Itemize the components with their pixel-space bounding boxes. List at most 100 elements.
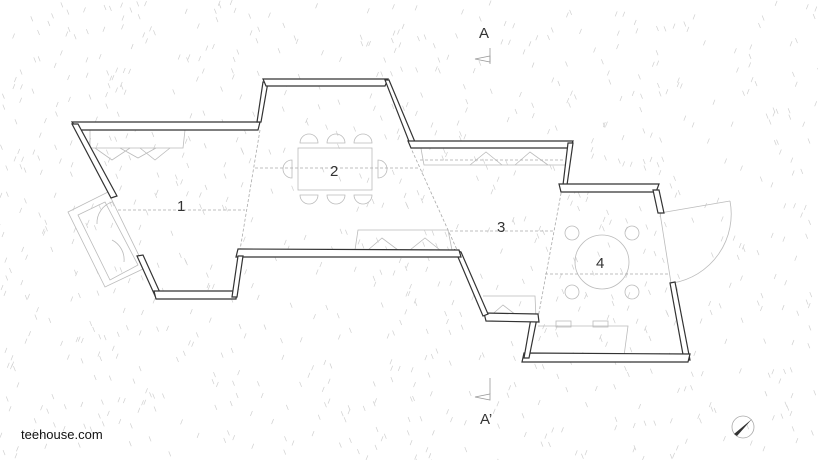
grass-mark: [555, 332, 559, 338]
grass-mark: [6, 362, 10, 368]
grass-mark: [448, 329, 452, 336]
grass-mark: [14, 76, 17, 83]
grass-mark: [55, 101, 59, 108]
grass-mark: [423, 34, 427, 40]
grass-mark: [172, 89, 176, 95]
grass-mark: [181, 152, 185, 158]
grass-mark: [406, 430, 410, 436]
grass-mark: [683, 115, 687, 121]
grass-mark: [443, 148, 446, 154]
grass-mark: [723, 435, 726, 442]
grass-mark: [68, 96, 71, 102]
grass-mark: [55, 111, 58, 117]
grass-mark: [691, 217, 695, 223]
grass-mark: [476, 175, 479, 181]
grass-mark: [250, 410, 253, 417]
grass-mark: [478, 60, 482, 66]
grass-mark: [464, 420, 467, 426]
grass-mark: [566, 97, 570, 104]
grass-mark: [756, 249, 760, 256]
grass-mark: [397, 29, 400, 35]
grass-mark: [690, 371, 694, 377]
grass-mark: [19, 97, 22, 103]
grass-mark: [5, 396, 9, 402]
grass-mark: [403, 192, 407, 199]
grass-mark: [60, 50, 63, 56]
grass-mark: [271, 418, 274, 425]
grass-mark: [36, 306, 39, 313]
grass-mark: [656, 25, 659, 32]
grass-mark: [677, 273, 680, 280]
grass-mark: [594, 385, 598, 392]
grass-mark: [631, 90, 635, 96]
grass-mark: [471, 295, 475, 301]
grass-mark: [37, 56, 41, 62]
grass-mark: [40, 431, 44, 438]
grass-mark: [390, 376, 394, 383]
grass-mark: [153, 144, 156, 150]
grass-mark: [383, 433, 387, 439]
grass-mark: [108, 375, 112, 381]
grass-mark: [2, 93, 5, 99]
grass-mark: [808, 219, 811, 225]
grass-mark: [561, 427, 564, 433]
grass-mark: [788, 114, 792, 120]
grass-mark: [311, 431, 315, 437]
grass-mark: [366, 177, 370, 183]
grass-mark: [540, 441, 544, 447]
grass-mark: [534, 237, 538, 244]
grass-mark: [114, 136, 118, 142]
grass-mark: [746, 424, 750, 430]
grass-mark: [175, 180, 179, 187]
grass-mark: [414, 300, 418, 306]
grass-mark: [720, 216, 724, 222]
grass-mark: [740, 165, 743, 171]
grass-mark: [629, 347, 633, 353]
grass-mark: [460, 324, 464, 330]
grass-mark: [118, 418, 122, 425]
grass-mark: [241, 149, 245, 155]
grass-mark: [16, 446, 19, 452]
grass-mark: [37, 155, 41, 161]
grass-mark: [414, 5, 418, 11]
section-arrow-end-icon: [474, 378, 491, 401]
grass-mark: [424, 354, 428, 361]
grass-mark: [591, 138, 594, 144]
section-mark-end: A’: [480, 411, 492, 428]
grass-mark: [366, 8, 370, 14]
grass-mark: [184, 138, 188, 144]
grass-mark: [808, 325, 812, 331]
grass-mark: [356, 206, 359, 212]
grass-mark: [456, 224, 459, 230]
grass-mark: [661, 257, 665, 263]
grass-mark: [425, 447, 429, 453]
grass-mark: [17, 148, 21, 155]
grass-mark: [14, 453, 18, 459]
grass-mark: [24, 338, 28, 344]
grass-mark: [311, 365, 314, 371]
grass-mark: [28, 330, 31, 337]
grass-mark: [375, 426, 379, 433]
grass-mark: [522, 278, 525, 285]
grass-mark: [644, 327, 648, 334]
grass-mark: [391, 169, 395, 176]
grass-mark: [657, 82, 660, 89]
grass-mark: [542, 323, 545, 330]
grass-mark: [523, 216, 527, 222]
grass-mark: [740, 317, 744, 323]
grass-mark: [716, 197, 720, 203]
grass-mark: [248, 158, 252, 164]
grass-mark: [121, 24, 124, 30]
grass-mark: [601, 59, 604, 65]
grass-mark: [392, 270, 396, 276]
grass-mark: [53, 62, 57, 69]
grass-mark: [713, 407, 717, 414]
grass-mark: [223, 437, 227, 443]
grass-mark: [284, 436, 287, 442]
grass-mark: [585, 291, 588, 298]
grass-mark: [93, 374, 97, 381]
grass-mark: [574, 450, 578, 456]
grass-mark: [767, 372, 771, 378]
grass-mark: [260, 392, 264, 399]
grass-mark: [435, 66, 438, 72]
